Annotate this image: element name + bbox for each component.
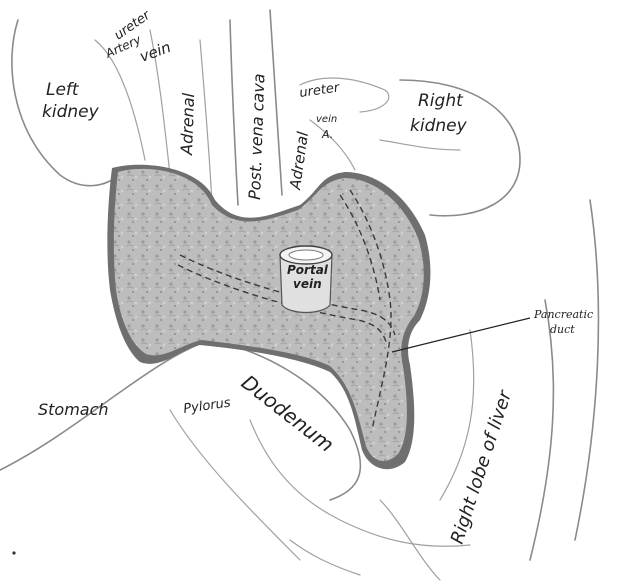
label-post-vena-cava: Post. vena cava [245, 73, 268, 200]
speck-dot [12, 551, 15, 554]
label-portal-vein-1: Portal [287, 263, 329, 277]
label-adrenal-right: Adrenal [286, 130, 312, 192]
label-portal-vein-2: vein [293, 277, 322, 291]
label-vein-right: vein [316, 114, 337, 125]
label-right-kidney-2: kidney [410, 116, 468, 136]
label-duodenum: Duodenum [237, 370, 339, 457]
label-left-kidney-2: kidney [42, 102, 100, 122]
label-right-kidney-1: Right [418, 91, 464, 111]
label-left-kidney-1: Left [46, 80, 80, 100]
label-adrenal-left: Adrenal [177, 92, 198, 156]
label-stomach: Stomach [38, 400, 109, 419]
label-pylorus: Pylorus [182, 395, 231, 416]
label-pancreatic-duct-1: Pancreatic [533, 308, 593, 321]
label-artery-a: A. [321, 128, 333, 141]
label-pancreatic-duct-2: duct [550, 323, 575, 336]
